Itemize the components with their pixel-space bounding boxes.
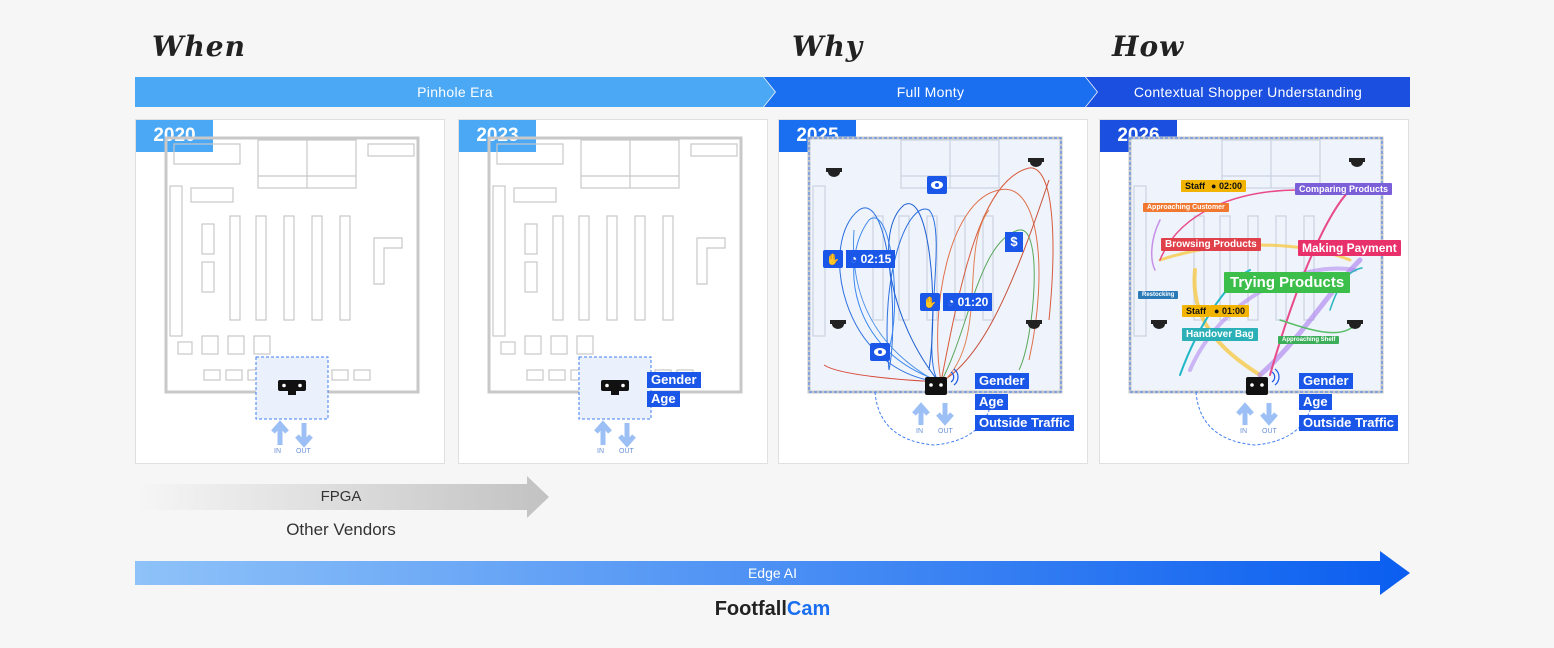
tag-age: Age <box>647 391 680 407</box>
label-trying-products: Trying Products <box>1224 272 1351 293</box>
fpga-label: FPGA <box>320 488 362 505</box>
staff-label: Staff <box>1182 305 1210 317</box>
label-approaching-customer: Approaching Customer <box>1143 203 1229 212</box>
dwell-time: 02:15 <box>860 252 892 266</box>
staff-label: Staff <box>1181 180 1209 192</box>
brand-logo: FootfallCam <box>0 598 1545 621</box>
panel-2023: 2023 Gender Age IN OUT <box>458 119 768 464</box>
heading-when: When <box>152 30 246 63</box>
tag-outside-traffic: Outside Traffic <box>975 415 1075 431</box>
staff-time-badge: ● 01:00 <box>1210 305 1249 317</box>
svg-text:✋: ✋ <box>923 296 937 309</box>
out-label: OUT <box>938 428 953 435</box>
tag-age: Age <box>975 394 1008 410</box>
era-label: Contextual Shopper Understanding <box>1133 84 1363 100</box>
tag-gender: Gender <box>1299 373 1353 389</box>
era-label: Pinhole Era <box>417 84 493 100</box>
brand-part-2: Cam <box>786 598 831 620</box>
year-badge: 2023 <box>459 120 536 152</box>
tag-age: Age <box>1299 394 1332 410</box>
chat-icon: ● <box>1214 306 1222 316</box>
era-bar-pinhole: Pinhole Era <box>135 77 775 107</box>
label-browsing-products: Browsing Products <box>1161 238 1261 251</box>
label-approaching-shelf: Approaching Shelf <box>1278 336 1340 344</box>
panel-2020: 2020 IN OUT <box>135 119 445 464</box>
tag-outside-traffic: Outside Traffic <box>1299 415 1399 431</box>
store-floor-plan <box>164 136 420 448</box>
heading-how: How <box>1112 30 1185 63</box>
era-label: Full Monty <box>896 84 965 100</box>
other-vendors-label: Other Vendors <box>286 520 396 539</box>
brand-part-1: Footfall <box>714 598 787 620</box>
clock-icon: ◔ <box>947 295 958 309</box>
staff-time-badge: ● 02:00 <box>1207 180 1246 192</box>
label-comparing-products: Comparing Products <box>1295 183 1393 195</box>
label-restocking: Restocking <box>1138 291 1179 299</box>
panel-2026: 2026 Staff ● <box>1099 119 1409 464</box>
in-label: IN <box>597 448 604 455</box>
edge-ai-label: Edge AI <box>747 565 798 581</box>
in-label: IN <box>1240 428 1247 435</box>
out-label: OUT <box>296 448 311 455</box>
chat-icon: ● <box>1211 181 1219 191</box>
panel-2025: 2025 ✋ ✋ <box>778 119 1088 464</box>
tag-gender: Gender <box>647 372 701 388</box>
out-label: OUT <box>1262 428 1277 435</box>
svg-text:✋: ✋ <box>826 253 840 266</box>
era-bar-contextual: Contextual Shopper Understanding <box>1086 77 1410 107</box>
in-label: IN <box>274 448 281 455</box>
era-bar-full-monty: Full Monty <box>764 77 1097 107</box>
clock-icon: ◔ <box>850 252 861 266</box>
edge-ai-arrow <box>135 551 1410 595</box>
out-label: OUT <box>619 448 634 455</box>
dwell-time-badge: ◔ 01:20 <box>943 293 993 311</box>
store-floor-plan-with-trajectories: ✋ ✋ <box>807 136 1063 446</box>
fpga-arrow <box>135 476 549 518</box>
tag-gender: Gender <box>975 373 1029 389</box>
store-floor-plan <box>487 136 743 448</box>
dwell-time: 01:20 <box>957 295 989 309</box>
heading-why: Why <box>792 30 864 63</box>
label-handover-bag: Handover Bag <box>1182 328 1258 341</box>
in-label: IN <box>916 428 923 435</box>
label-making-payment: Making Payment <box>1298 240 1401 256</box>
dollar-icon: $ <box>1005 232 1023 252</box>
dwell-time-badge: ◔ 02:15 <box>846 250 896 268</box>
